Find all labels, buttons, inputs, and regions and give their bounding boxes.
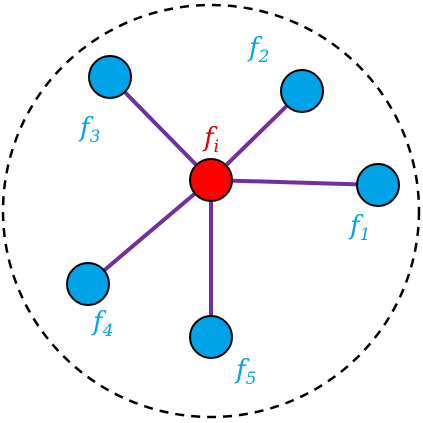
neighbor-node-4	[66, 262, 110, 306]
neighbor-label-5: f5	[234, 355, 256, 389]
neighbor-label-4: f4	[91, 307, 113, 341]
neighbor-label-1: f1	[348, 211, 370, 245]
neighbor-node-2	[280, 69, 324, 113]
edge-4	[86, 178, 213, 286]
edge-3	[108, 75, 213, 182]
nodes-group	[66, 55, 400, 359]
neighbor-node-5	[189, 315, 233, 359]
center-node	[189, 158, 233, 202]
edge-1	[210, 178, 379, 187]
neighbor-label-2: f2	[247, 33, 269, 67]
neighbor-label-3: f3	[78, 113, 100, 147]
neighborhood-boundary	[1, 3, 421, 419]
neighbor-node-1	[356, 163, 400, 207]
edges-group	[86, 75, 379, 337]
neighbor-node-3	[88, 55, 132, 99]
center-label: fi	[202, 123, 219, 157]
